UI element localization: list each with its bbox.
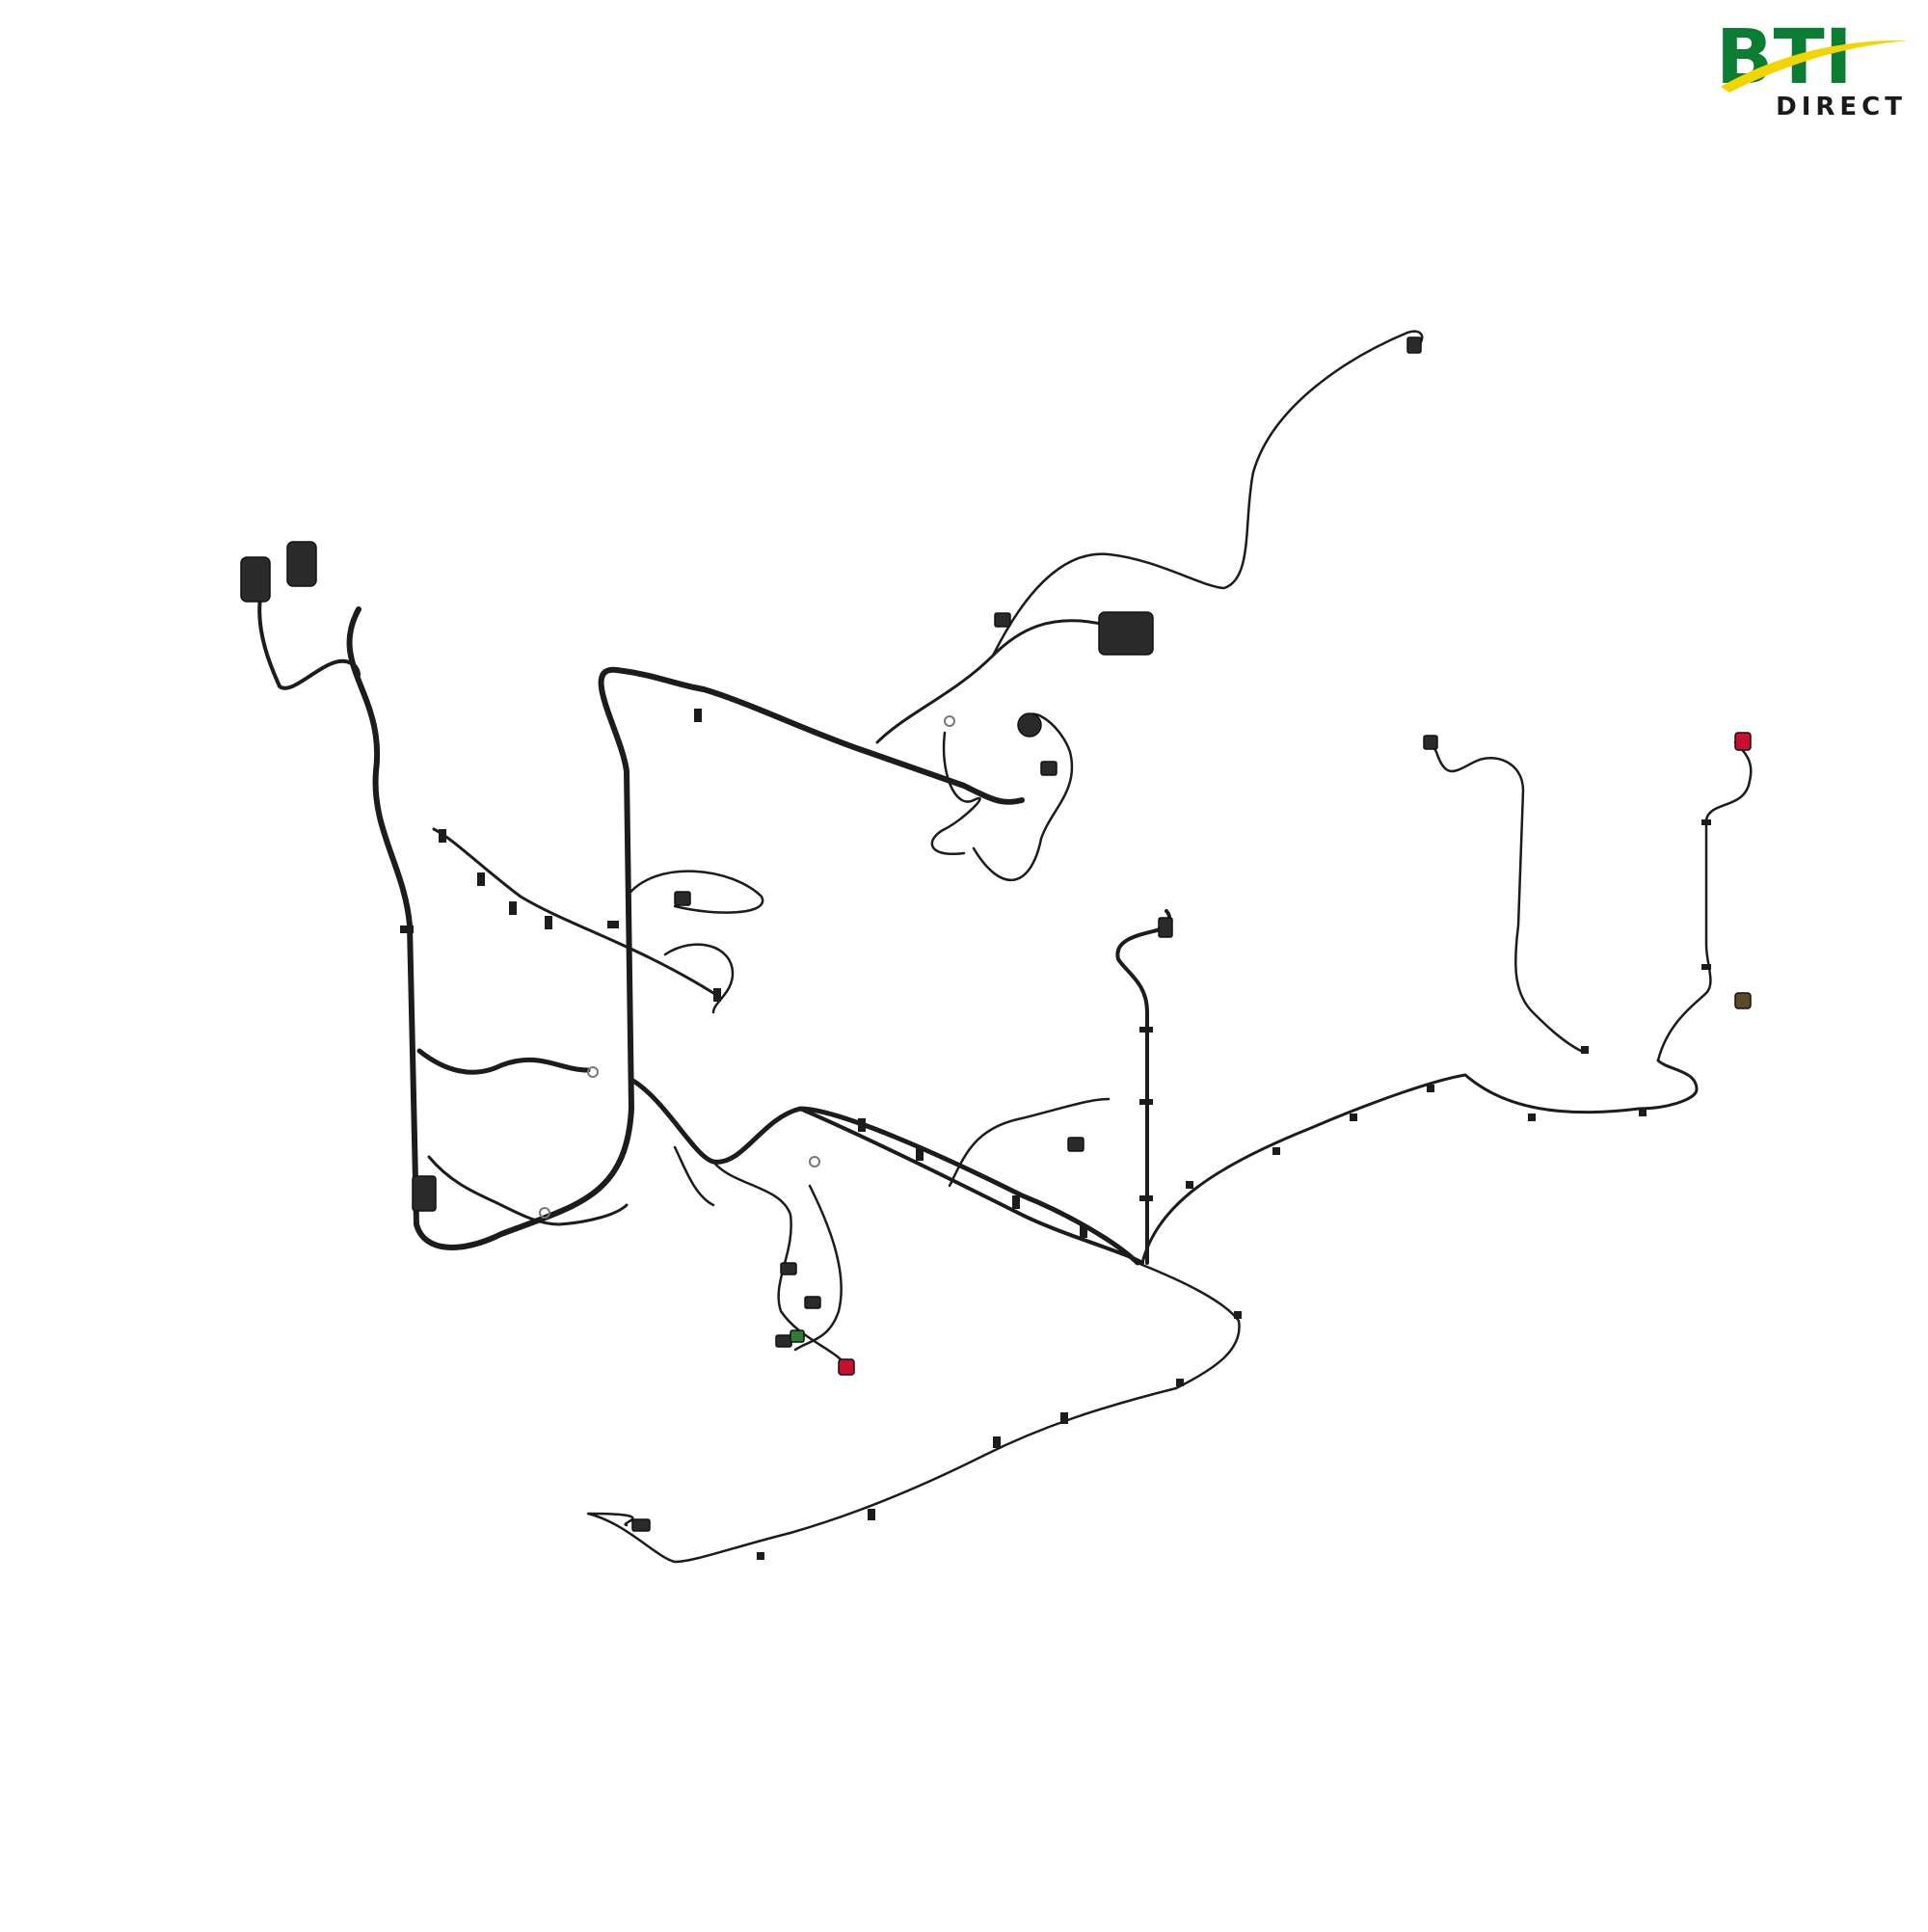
cable-clip xyxy=(1139,1027,1153,1033)
connector-small-4 xyxy=(1067,1137,1084,1152)
cable-clip xyxy=(868,1509,875,1520)
lower-long-branch xyxy=(586,1261,1241,1564)
connector-plug-right xyxy=(286,541,317,587)
cable-clip xyxy=(400,926,414,933)
cable-clip xyxy=(1176,1379,1184,1386)
connector-lower-end xyxy=(631,1518,651,1532)
cable-clip xyxy=(1139,1099,1153,1105)
lower-cluster-3 xyxy=(673,1145,715,1207)
connector-top-right xyxy=(1406,336,1422,354)
connector-right-hook xyxy=(1423,735,1438,750)
cable-clip xyxy=(993,1436,1001,1448)
cable-clip xyxy=(509,901,517,915)
loop-group-upper xyxy=(930,731,981,856)
cable-clip xyxy=(477,872,485,886)
lower-cluster-2 xyxy=(793,1184,843,1352)
ring-terminal xyxy=(539,1207,550,1219)
cable-clip xyxy=(1080,1224,1087,1238)
cable-clip xyxy=(1528,1114,1536,1121)
main-trunk-cable xyxy=(346,606,1025,1250)
cable-clip xyxy=(1012,1195,1020,1209)
connector-branch-left xyxy=(257,596,361,690)
connector-cluster-1 xyxy=(780,1262,797,1275)
right-hook-run xyxy=(1425,736,1583,1053)
control-module xyxy=(1098,611,1154,656)
cable-clip xyxy=(1186,1181,1193,1189)
logo-swoosh xyxy=(1721,40,1909,93)
cable-clip xyxy=(439,829,446,843)
connector-red-right xyxy=(1734,732,1752,751)
ring-terminal xyxy=(809,1156,820,1167)
cable-clip xyxy=(1701,819,1711,825)
connector-small-1 xyxy=(674,891,691,906)
cable-clip xyxy=(1350,1114,1357,1121)
logo-mark: BTI xyxy=(1716,17,1909,94)
cable-clip xyxy=(1139,1195,1153,1201)
cable-clip xyxy=(1427,1085,1434,1092)
connector-small-3 xyxy=(1040,761,1058,776)
cable-clip xyxy=(607,921,619,928)
loop-branch xyxy=(625,870,764,914)
cross-branch xyxy=(416,1048,591,1075)
cable-clip xyxy=(1234,1311,1242,1319)
loop-group-right xyxy=(972,712,1074,881)
ring-terminal xyxy=(944,715,955,727)
connector-green-cluster xyxy=(790,1329,805,1343)
cable-clip xyxy=(916,1147,924,1161)
round-connector xyxy=(1017,712,1042,738)
cable-clip xyxy=(1701,964,1711,970)
cable-clip xyxy=(713,988,721,1002)
logo-sub-text: DIRECT xyxy=(1776,93,1907,121)
cable-clip xyxy=(694,709,702,722)
cable-clip xyxy=(1581,1046,1589,1054)
brand-logo: BTI DIRECT xyxy=(1716,17,1918,123)
cable-clip xyxy=(1060,1412,1068,1424)
connector-vertical-top xyxy=(1158,917,1173,938)
loop-branch-2 xyxy=(663,943,735,1014)
coil-branch xyxy=(948,1097,1111,1188)
inner-loop xyxy=(427,1155,629,1226)
connector-small-2 xyxy=(994,612,1011,628)
center-run xyxy=(798,1107,1144,1265)
cable-clip xyxy=(757,1552,764,1560)
trunk-lower-branch xyxy=(629,1077,1140,1266)
diag-branch xyxy=(432,827,715,995)
vertical-center-branch xyxy=(1115,909,1171,1265)
connector-box-left xyxy=(412,1175,437,1212)
right-up-run xyxy=(1656,740,1753,1062)
connector-cluster-3 xyxy=(775,1334,792,1348)
upper-branch-2 xyxy=(991,330,1424,657)
connector-cluster-2 xyxy=(804,1296,821,1309)
cable-clip xyxy=(545,916,552,929)
right-run xyxy=(1140,1059,1699,1265)
connector-brown-right xyxy=(1734,992,1752,1009)
connector-plug-left xyxy=(240,556,271,603)
connector-red-cluster xyxy=(838,1358,855,1376)
cable-clip xyxy=(1639,1109,1647,1116)
cable-clip xyxy=(1272,1147,1280,1155)
ring-terminal xyxy=(587,1066,599,1078)
cable-clip xyxy=(858,1118,866,1132)
